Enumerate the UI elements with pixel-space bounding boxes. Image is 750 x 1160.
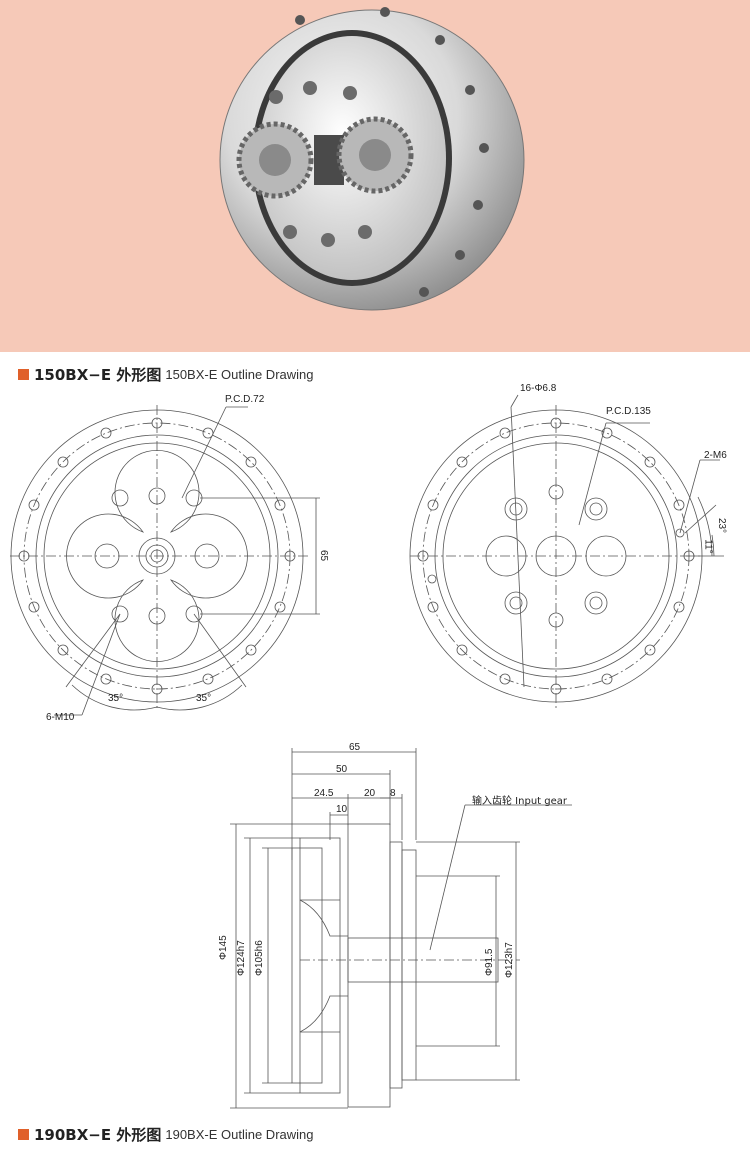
title-marker <box>18 368 29 380</box>
section-title-150bx: 150BX−E 外形图 150BX-E Outline Drawing <box>18 364 314 384</box>
title-marker <box>18 1128 29 1140</box>
title-sub: 150BX-E Outline Drawing <box>165 366 314 382</box>
reducer-photo <box>219 7 525 311</box>
title-sub: 190BX-E Outline Drawing <box>165 1126 314 1142</box>
side-view-drawing <box>230 748 572 1109</box>
dia-145: Φ145 <box>218 935 229 960</box>
front-angle-right: 35° <box>196 693 212 704</box>
rear-pcd-label: P.C.D.135 <box>606 406 651 417</box>
section-title-190bx: 190BX−E 外形图 190BX-E Outline Drawing <box>18 1124 314 1144</box>
front-thread-label: 6-M10 <box>46 712 75 723</box>
side-dim-10: 10 <box>336 804 348 815</box>
side-dim-8: 8 <box>390 788 396 799</box>
front-pcd-label: P.C.D.72 <box>225 394 265 405</box>
rear-view-drawing <box>409 394 724 710</box>
side-dim-20: 20 <box>364 788 376 799</box>
product-photo-banner <box>0 0 750 352</box>
side-dim-65: 65 <box>349 742 361 753</box>
side-dim-24-5: 24.5 <box>314 788 334 799</box>
dia-124h7: Φ124h7 <box>236 940 247 976</box>
rear-angle-23: 23° <box>716 517 728 534</box>
rear-holes-label: 16-Φ6.8 <box>520 383 557 394</box>
title-main: 150BX−E 外形图 <box>34 365 162 384</box>
dia-105h6: Φ105h6 <box>254 940 265 976</box>
title-main: 190BX−E 外形图 <box>34 1125 162 1144</box>
input-gear-label: 输入齿轮 Input gear <box>472 796 567 807</box>
dia-123h7: Φ123h7 <box>504 942 515 978</box>
rear-thread-label: 2-M6 <box>704 450 727 461</box>
rear-angle-11: 11° <box>702 539 714 554</box>
side-dim-50: 50 <box>336 764 348 775</box>
front-angle-left: 35° <box>108 693 124 704</box>
front-view-drawing <box>10 405 320 716</box>
dia-91-5: Φ91.5 <box>484 948 495 976</box>
